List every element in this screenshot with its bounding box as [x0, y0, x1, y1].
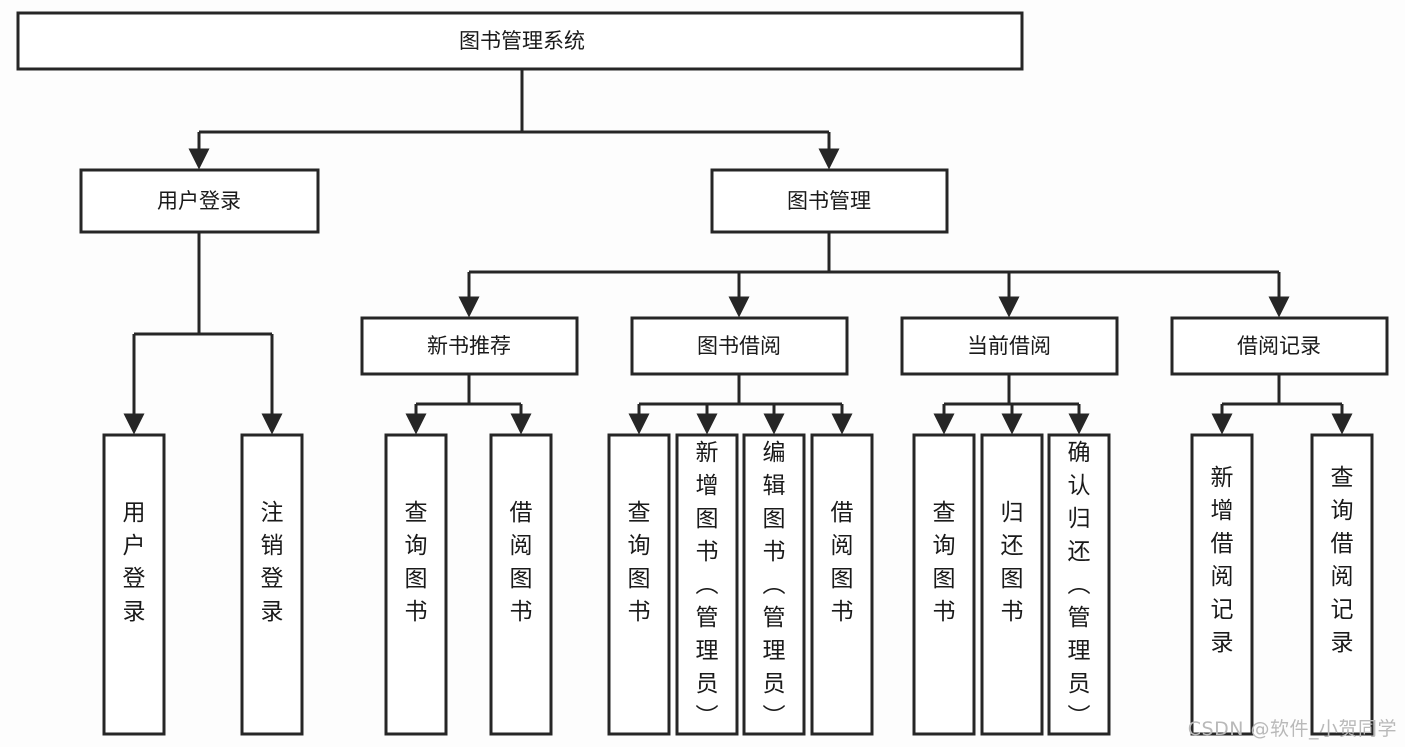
node-borrow-record[interactable]: 借阅记录	[1170, 316, 1389, 376]
leaf-current-borrow-3-box[interactable]	[1047, 433, 1111, 736]
leaf-user-login-2-label: 注销登录	[261, 500, 284, 625]
leaf-current-borrow-3-label: 确认归还︵管理员︶	[1068, 440, 1091, 730]
leaf-user-login-2[interactable]: 注销登录	[240, 433, 304, 736]
leaf-book-borrow-3-box[interactable]	[742, 433, 806, 736]
node-book-borrow-label: 图书借阅	[697, 334, 781, 358]
node-borrow-record-label: 借阅记录	[1237, 334, 1321, 358]
node-book-manage-box[interactable]	[710, 168, 949, 234]
node-book-borrow-box[interactable]	[630, 316, 849, 376]
leaf-current-borrow-2-box[interactable]	[980, 433, 1044, 736]
connectors	[123, 69, 1353, 435]
leaf-book-borrow-1-box[interactable]	[607, 433, 671, 736]
leaf-book-borrow-4[interactable]: 借阅图书	[810, 433, 874, 736]
leaf-borrow-record-1-label: 新增借阅记录	[1211, 465, 1234, 656]
leaf-new-book-1-label: 查询图书	[405, 500, 428, 625]
node-user-login-box[interactable]	[79, 168, 320, 234]
node-book-manage[interactable]: 图书管理	[710, 168, 949, 234]
leaf-user-login-1-box[interactable]	[102, 433, 166, 736]
node-new-book-recommend-box[interactable]	[360, 316, 579, 376]
leaf-borrow-record-2[interactable]: 查询借阅记录	[1310, 433, 1374, 736]
leaf-user-login-1-label: 用户登录	[123, 500, 146, 625]
node-root-label: 图书管理系统	[459, 29, 585, 53]
leaf-current-borrow-1[interactable]: 查询图书	[912, 433, 976, 736]
leaf-borrow-record-2-label: 查询借阅记录	[1331, 465, 1354, 656]
node-root-system[interactable]: 图书管理系统	[16, 11, 1024, 71]
node-current-borrow-label: 当前借阅	[967, 334, 1051, 358]
leaf-current-borrow-2[interactable]: 归还图书	[980, 433, 1044, 736]
leaf-book-borrow-4-label: 借阅图书	[831, 500, 854, 625]
leaf-current-borrow-1-label: 查询图书	[933, 500, 956, 625]
leaf-book-borrow-3-label: 编辑图书︵管理员︶	[763, 440, 786, 730]
leaf-book-borrow-3[interactable]: 编辑图书︵管理员︶	[742, 433, 806, 736]
leaf-new-book-2-box[interactable]	[489, 433, 553, 736]
leaf-book-borrow-1[interactable]: 查询图书	[607, 433, 671, 736]
leaf-new-book-1-box[interactable]	[384, 433, 448, 736]
node-current-borrow[interactable]: 当前借阅	[900, 316, 1119, 376]
leaf-book-borrow-4-box[interactable]	[810, 433, 874, 736]
node-book-manage-label: 图书管理	[787, 189, 871, 213]
leaf-user-login-2-box[interactable]	[240, 433, 304, 736]
node-user-login-label: 用户登录	[157, 189, 241, 213]
leaf-new-book-2[interactable]: 借阅图书	[489, 433, 553, 736]
leaf-borrow-record-2-box[interactable]	[1310, 433, 1374, 736]
leaf-book-borrow-2-label: 新增图书︵管理员︶	[696, 440, 719, 730]
node-book-borrow[interactable]: 图书借阅	[630, 316, 849, 376]
node-user-login[interactable]: 用户登录	[79, 168, 320, 234]
leaf-book-borrow-2-box[interactable]	[675, 433, 739, 736]
node-root-box[interactable]	[16, 11, 1024, 71]
leaf-user-login-1[interactable]: 用户登录	[102, 433, 166, 736]
leaf-current-borrow-3[interactable]: 确认归还︵管理员︶	[1047, 433, 1111, 736]
leaf-borrow-record-1[interactable]: 新增借阅记录	[1190, 433, 1254, 736]
node-current-borrow-box[interactable]	[900, 316, 1119, 376]
node-new-book-recommend-label: 新书推荐	[427, 334, 511, 358]
leaf-current-borrow-1-box[interactable]	[912, 433, 976, 736]
node-borrow-record-box[interactable]	[1170, 316, 1389, 376]
leaf-book-borrow-1-label: 查询图书	[628, 500, 651, 625]
leaf-book-borrow-2[interactable]: 新增图书︵管理员︶	[675, 433, 739, 736]
leaf-new-book-1[interactable]: 查询图书	[384, 433, 448, 736]
leaf-borrow-record-1-box[interactable]	[1190, 433, 1254, 736]
leaf-new-book-2-label: 借阅图书	[510, 500, 533, 625]
node-new-book-recommend[interactable]: 新书推荐	[360, 316, 579, 376]
leaf-current-borrow-2-label: 归还图书	[1001, 500, 1024, 625]
